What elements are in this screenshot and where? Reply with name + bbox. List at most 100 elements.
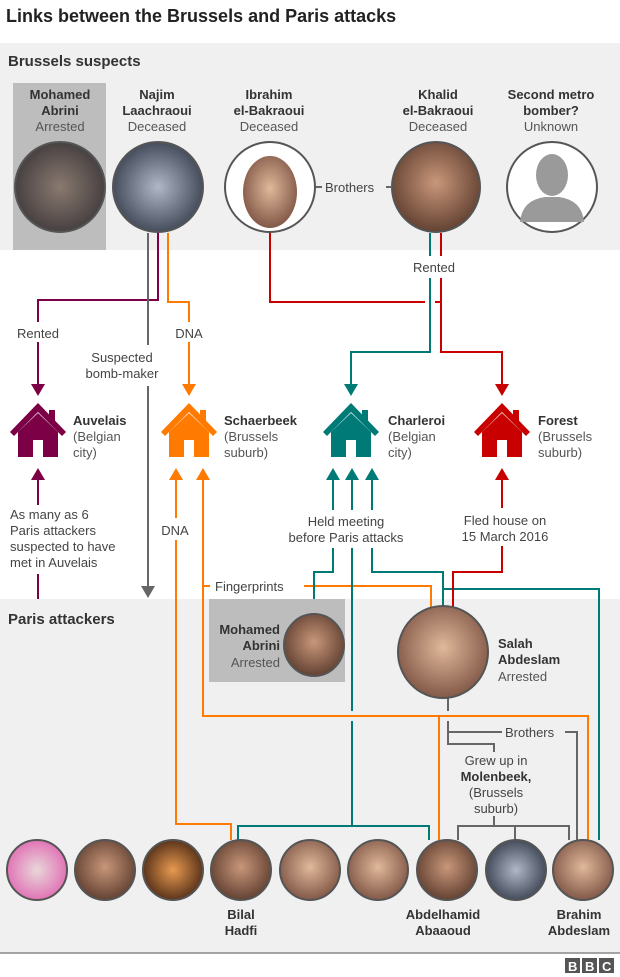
person-status: Arrested [498,669,547,684]
avatar [283,613,345,677]
arrow-up-icon [326,468,340,480]
suspect-status: Arrested [35,119,84,134]
suspect-name: Mohamed [30,87,91,102]
rented-label-auvelais: Rented [17,326,59,341]
avatar [485,839,547,901]
svg-text:B: B [585,959,594,974]
suspect-name: Second metro [508,87,595,102]
person-name: Mohamed [219,622,280,637]
house-icon [10,403,66,457]
arrow-up-icon [31,468,45,480]
person-name: Abdelhamid [406,907,480,922]
rented-label-khalid: Rented [413,260,455,275]
suspect-ibrahim-el-bakraoui: Ibrahim el-Bakraoui Deceased [224,87,316,233]
arrow-up-icon [365,468,379,480]
person-name: Hadfi [225,923,258,938]
suspect-name: el-Bakraoui [403,103,474,118]
unknown-person-icon [520,154,584,222]
fled-label: Fled house on [464,513,546,528]
avatar-bilal-hadfi [210,839,272,901]
salah-abdeslam: Salah Abdeslam Arrested [397,605,560,699]
arrow-up-icon [169,468,183,480]
fled-label: 15 March 2016 [462,529,549,544]
suspect-najim-laachraoui: Najim Laachraoui Deceased [112,87,204,233]
house-desc: suburb) [538,445,582,460]
suspect-name: Laachraoui [122,103,191,118]
house-name: Schaerbeek [224,413,298,428]
paris-mohamed-abrini: Mohamed Abrini Arrested [219,613,345,677]
house-icon [161,403,217,457]
dna-label-bottom: DNA [161,523,189,538]
house-desc: city) [73,445,97,460]
house-schaerbeek: Schaerbeek (Brussels suburb) [161,403,298,460]
house-desc: (Brussels [538,429,593,444]
arrow-up-icon [495,468,509,480]
person-name: Brahim [557,907,602,922]
connector-lines [37,233,600,840]
suspect-status: Deceased [409,119,468,134]
house-name: Forest [538,413,578,428]
suspect-status: Deceased [128,119,187,134]
avatar [391,141,481,233]
svg-text:met in Auvelais: met in Auvelais [10,555,98,570]
suspect-name: Khalid [418,87,458,102]
svg-text:suspected to have: suspected to have [10,539,116,554]
house-desc: (Belgian [388,429,436,444]
avatar [347,839,409,901]
svg-text:C: C [602,959,612,974]
house-name: Charleroi [388,413,445,428]
suspect-status: Deceased [240,119,299,134]
suspect-name: el-Bakraoui [234,103,305,118]
meeting-label: Held meeting [308,514,385,529]
svg-text:B: B [568,959,577,974]
bomb-maker-label: bomb-maker [86,366,160,381]
house-forest: Forest (Brussels suburb) [474,403,593,460]
fingerprints-label: Fingerprints [215,579,284,594]
person-status: Arrested [231,655,280,670]
svg-text:(Brussels: (Brussels [469,785,524,800]
suspect-name: Abrini [41,103,79,118]
person-name: Abaaoud [415,923,471,938]
person-name: Abdeslam [498,652,560,667]
brothers-label-bottom: Brothers [505,725,555,740]
person-name: Bilal [227,907,254,922]
avatar [397,605,489,699]
brussels-section-label: Brussels suspects [8,53,141,70]
face [243,156,297,228]
avatar [6,839,68,901]
avatar [112,141,204,233]
arrow-up-icon [196,468,210,480]
house-desc: city) [388,445,412,460]
svg-text:As many as 6: As many as 6 [10,507,89,522]
suspect-name: bomber? [523,103,579,118]
molenbeek-note: Grew up in Molenbeek, (Brussels suburb) [461,753,532,816]
arrowheads [31,384,509,598]
avatar [14,141,106,233]
house-icon [323,403,379,457]
avatar-abdelhamid-abaaoud [416,839,478,901]
suspect-second-metro-bomber: Second metro bomber? Unknown [506,87,598,233]
avatar [74,839,136,901]
bomb-maker-label: Suspected [91,350,152,365]
arrow-down-icon [344,384,358,396]
house-desc: (Belgian [73,429,121,444]
page-title: Links between the Brussels and Paris att… [6,6,396,26]
person-name: Abdeslam [548,923,610,938]
suspect-status: Unknown [524,119,578,134]
house-desc: (Brussels [224,429,279,444]
arrow-down-icon [31,384,45,396]
person-name: Salah [498,636,533,651]
paris-section-label: Paris attackers [8,611,115,628]
suspect-mohamed-abrini: Mohamed Abrini Arrested [14,87,106,233]
avatar [279,839,341,901]
auvelais-note: As many as 6 Paris attackers suspected t… [10,507,116,570]
house-name: Auvelais [73,413,126,428]
arrow-up-icon [345,468,359,480]
bbc-logo: B B C [565,958,614,974]
arrow-down-icon [495,384,509,396]
suspect-name: Ibrahim [246,87,293,102]
suspect-name: Najim [139,87,174,102]
svg-text:Molenbeek,: Molenbeek, [461,769,532,784]
svg-text:suburb): suburb) [474,801,518,816]
